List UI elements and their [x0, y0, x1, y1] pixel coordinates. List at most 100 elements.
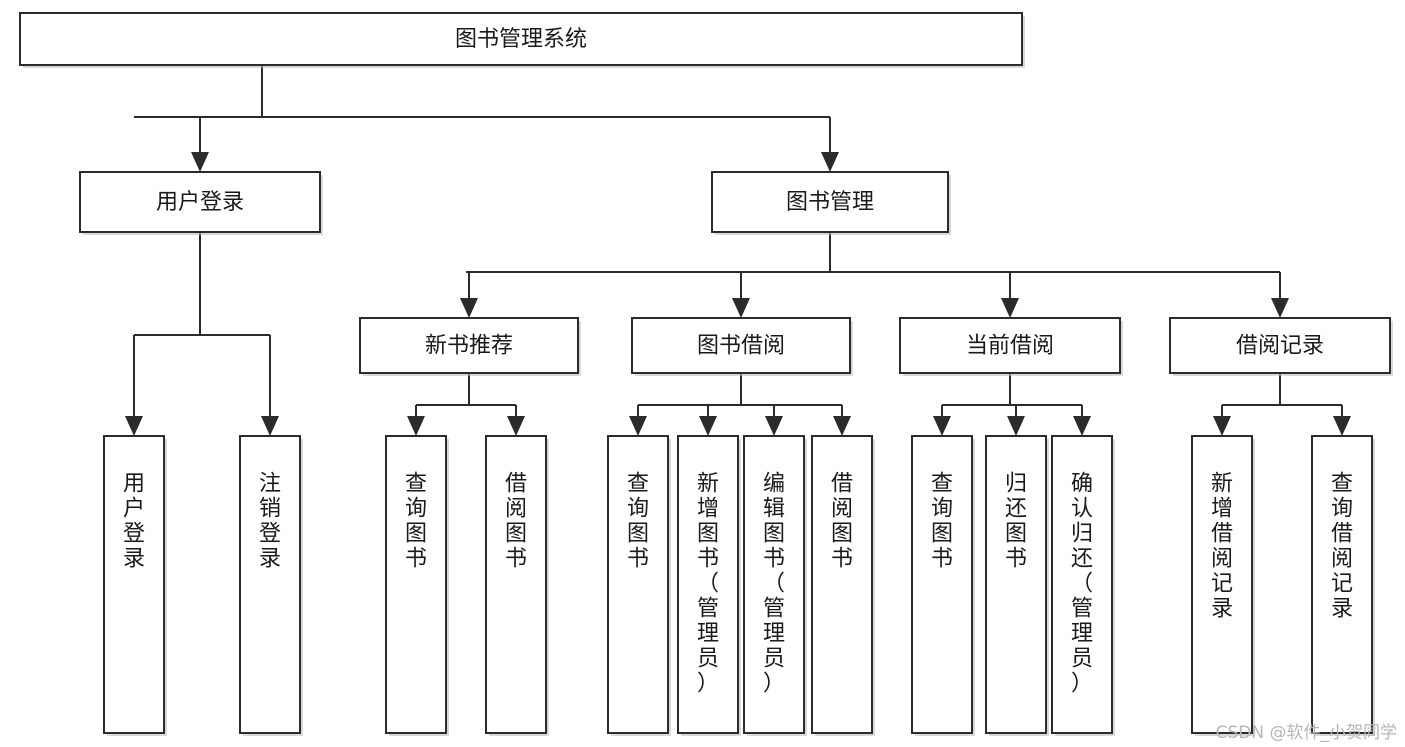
- node-label-char: 书: [831, 547, 853, 572]
- node-label-char: 询: [931, 497, 953, 522]
- node-label-char: 查: [1331, 472, 1353, 497]
- node-label-char: 还: [1071, 547, 1093, 572]
- node-outline: [984, 434, 1048, 735]
- node-outline: [630, 316, 852, 375]
- arrow-head-icon: [125, 416, 143, 436]
- node-root-图书管理系统[interactable]: 图书管理系统: [18, 11, 1025, 68]
- node-new-book-recommend[interactable]: 新书推荐: [358, 316, 581, 376]
- node-label-char: ）: [763, 672, 785, 697]
- node-label-char: （: [697, 572, 719, 597]
- node-label-char: 新: [697, 472, 719, 497]
- node-label-char: 户: [123, 497, 145, 522]
- node-label-char: （: [763, 572, 785, 597]
- node-label-char: 图: [405, 522, 427, 547]
- node-label-char: 查: [931, 472, 953, 497]
- node-label-char: 员: [1071, 647, 1093, 672]
- node-outline: [358, 316, 580, 375]
- node-label-char: （: [1071, 572, 1093, 597]
- node-label-char: 归: [1071, 522, 1093, 547]
- node-label-char: 阅: [1331, 547, 1353, 572]
- node-label-char: 销: [259, 497, 281, 522]
- node-label-char: 询: [627, 497, 649, 522]
- node-outline: [898, 316, 1122, 375]
- node-label-char: 编: [763, 472, 785, 497]
- watermark-label: CSDN @软件_小贺同学: [1215, 723, 1397, 743]
- arrow-head-icon: [1001, 298, 1019, 318]
- node-outline: [810, 434, 874, 735]
- node-outline: [1050, 434, 1114, 735]
- node-label-char: 图: [931, 522, 953, 547]
- node-outline: [606, 434, 670, 735]
- node-label-char: 询: [1331, 497, 1353, 522]
- node-label: 图书管理: [786, 190, 874, 215]
- node-label-char: ）: [697, 672, 719, 697]
- node-outline: [102, 434, 166, 735]
- node-label-char: 理: [763, 622, 785, 647]
- node-label-char: 录: [123, 547, 145, 572]
- node-label-char: 阅: [1211, 547, 1233, 572]
- node-label-char: 书: [1005, 547, 1027, 572]
- arrow-head-icon: [629, 416, 647, 436]
- node-outline: [676, 434, 740, 735]
- node-label-char: 理: [1071, 622, 1093, 647]
- node-label-char: 还: [1005, 497, 1027, 522]
- node-label-char: 图: [627, 522, 649, 547]
- node-label-char: 书: [931, 547, 953, 572]
- node-label-char: 书: [763, 547, 785, 572]
- arrow-head-icon: [1213, 416, 1231, 436]
- arrow-head-icon: [407, 416, 425, 436]
- node-current-borrow[interactable]: 当前借阅: [898, 316, 1123, 376]
- node-label-char: 用: [123, 472, 145, 497]
- node-label-char: 管: [697, 597, 719, 622]
- node-book-borrow[interactable]: 图书借阅: [630, 316, 853, 376]
- node-leaf-user-login[interactable]: 用户登录: [102, 434, 167, 736]
- node-label-char: 员: [697, 647, 719, 672]
- node-label-char: ）: [1071, 672, 1093, 697]
- node-label-char: 注: [259, 472, 281, 497]
- arrow-head-icon: [507, 416, 525, 436]
- node-label-char: 书: [627, 547, 649, 572]
- node-label-char: 查: [627, 472, 649, 497]
- node-label: 图书借阅: [697, 334, 785, 359]
- node-borrow-record[interactable]: 借阅记录: [1168, 316, 1393, 376]
- node-outline: [484, 434, 548, 735]
- node-label-char: 管: [1071, 597, 1093, 622]
- connector-layer: [125, 65, 1351, 436]
- node-book-management[interactable]: 图书管理: [710, 170, 951, 235]
- node-label: 借阅记录: [1236, 334, 1324, 359]
- arrow-head-icon: [821, 152, 839, 172]
- node-label-char: 查: [405, 472, 427, 497]
- node-label-char: 认: [1071, 497, 1093, 522]
- node-user-login[interactable]: 用户登录: [78, 170, 323, 235]
- node-label-char: 记: [1331, 572, 1353, 597]
- node-label-char: 借: [831, 472, 853, 497]
- node-label-char: 录: [259, 547, 281, 572]
- arrow-head-icon: [191, 152, 209, 172]
- node-label-char: 阅: [831, 497, 853, 522]
- node-label-char: 确: [1071, 472, 1093, 497]
- node-label-char: 录: [1331, 597, 1353, 622]
- node-label: 新书推荐: [425, 334, 513, 359]
- node-label-char: 登: [123, 522, 145, 547]
- node-label-char: 录: [1211, 597, 1233, 622]
- node-label-char: 增: [697, 497, 719, 522]
- arrow-head-icon: [699, 416, 717, 436]
- node-label-char: 记: [1211, 572, 1233, 597]
- node-label-char: 归: [1005, 472, 1027, 497]
- node-label-char: 书: [405, 547, 427, 572]
- node-label-char: 图: [831, 522, 853, 547]
- node-outline: [1190, 434, 1254, 735]
- arrow-head-icon: [933, 416, 951, 436]
